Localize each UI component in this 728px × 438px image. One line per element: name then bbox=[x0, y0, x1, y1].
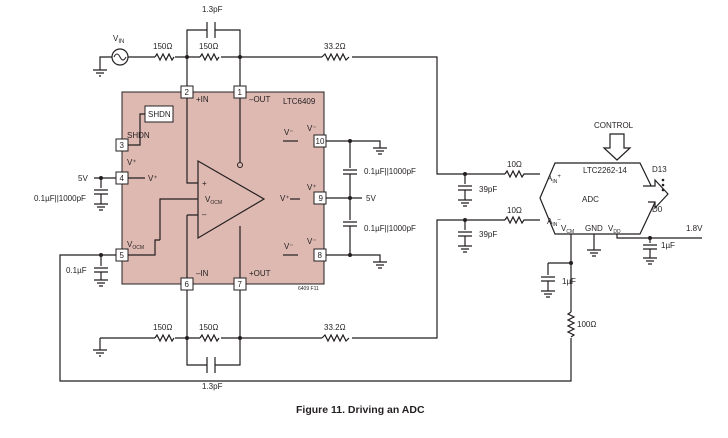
drawing-code: 6409 F11 bbox=[298, 286, 319, 292]
pin-plus-in-label: +IN bbox=[196, 95, 209, 104]
amp-minus-sign: – bbox=[202, 210, 207, 219]
r-vcm-label: 100Ω bbox=[577, 320, 596, 329]
supply-5v-right: 5V bbox=[366, 194, 376, 203]
supply-1v8: 1.8V bbox=[686, 224, 703, 233]
r-top-out-label: 33.2Ω bbox=[324, 42, 346, 51]
ain-minus-label: AIN– bbox=[547, 217, 561, 228]
pin-1: 1 bbox=[238, 88, 243, 97]
pin-minus-in-label: –IN bbox=[196, 269, 209, 278]
shdn-box-label: SHDN bbox=[148, 110, 171, 119]
cap-left-bypass-label: 0.1µF||1000pF bbox=[34, 194, 86, 203]
output-bus-arrow-icon bbox=[643, 178, 669, 210]
vocm-internal-wire bbox=[159, 198, 198, 240]
cap-pin10-label: 0.1µF||1000pF bbox=[364, 167, 416, 176]
r-bot-fb-label: 150Ω bbox=[199, 323, 218, 332]
adc-body bbox=[539, 162, 658, 235]
cap-filter-bot-label: 39pF bbox=[479, 230, 497, 239]
vplus-pin4-label: V⁺ bbox=[127, 158, 137, 167]
pin-5: 5 bbox=[120, 251, 125, 260]
resistor-150-top-fb bbox=[199, 52, 220, 62]
vminus-pin10-wire-label: V⁻ bbox=[284, 128, 294, 137]
cap-pin8-label: 0.1µF||1000pF bbox=[364, 224, 416, 233]
cap-top-fb bbox=[186, 22, 241, 57]
supply-5v-left: 5V bbox=[78, 174, 88, 183]
figure-caption: Figure 11. Driving an ADC bbox=[296, 404, 425, 416]
vcm-pin-label: VCM bbox=[561, 224, 574, 235]
resistor-150-bot-in bbox=[154, 333, 175, 343]
resistor-100-vcm bbox=[566, 311, 576, 338]
vplus-pin9-label: V⁺ bbox=[307, 183, 317, 192]
shdn-pin-label: SHDN bbox=[127, 131, 150, 140]
pin-8: 8 bbox=[318, 251, 323, 260]
pin-plus-out-label: +OUT bbox=[249, 269, 271, 278]
r-bot-in-label: 150Ω bbox=[153, 323, 172, 332]
cap-vocm-label: 0.1µF bbox=[66, 266, 87, 275]
pin-6: 6 bbox=[185, 280, 190, 289]
cap-filter-top-label: 39pF bbox=[479, 185, 497, 194]
resistor-33-top-out bbox=[321, 52, 350, 62]
cap-vcm-label: 1µF bbox=[562, 277, 576, 286]
amp-plus-sign: + bbox=[202, 179, 207, 188]
gnd-pin-label: GND bbox=[585, 224, 603, 233]
control-label: CONTROL bbox=[594, 121, 634, 130]
pin-4: 4 bbox=[120, 174, 125, 183]
vminus-pin8-label: V⁻ bbox=[307, 237, 317, 246]
d0-label: D0 bbox=[652, 205, 663, 214]
vplus-pin9-wire-label: V⁺ bbox=[280, 194, 290, 203]
cap-vdd-label: 1µF bbox=[661, 241, 675, 250]
resistor-150-top-in bbox=[154, 52, 175, 62]
pin-7: 7 bbox=[238, 280, 243, 289]
adc-name-label: ADC bbox=[582, 195, 599, 204]
amp-vocm-label: VOCM bbox=[205, 195, 222, 206]
resistor-33-bot-out bbox=[321, 333, 350, 343]
r-top-fb-label: 150Ω bbox=[199, 42, 218, 51]
r-top-in-label: 150Ω bbox=[153, 42, 172, 51]
pin-10: 10 bbox=[316, 137, 325, 146]
vplus-internal-label: V⁺ bbox=[148, 174, 158, 183]
r-bot-out-label: 33.2Ω bbox=[324, 323, 346, 332]
vin-source bbox=[93, 48, 129, 77]
vminus-pin10-label: V⁻ bbox=[307, 124, 317, 133]
vocm-pin-label: VOCM bbox=[127, 240, 144, 251]
r-adc-top-label: 10Ω bbox=[507, 160, 522, 169]
d13-label: D13 bbox=[652, 165, 667, 174]
vminus-pin8-wire-label: V⁻ bbox=[284, 242, 294, 251]
pin-2: 2 bbox=[185, 88, 190, 97]
vin-label: VIN bbox=[113, 34, 124, 45]
pin-minus-out-label: –OUT bbox=[249, 95, 270, 104]
c-top-fb-label: 1.3pF bbox=[202, 5, 223, 14]
ain-plus-label: AIN+ bbox=[547, 174, 561, 185]
control-arrow-icon bbox=[602, 133, 632, 161]
pin-9: 9 bbox=[319, 194, 324, 203]
r-adc-bot-label: 10Ω bbox=[507, 206, 522, 215]
resistor-150-bot-fb bbox=[199, 333, 220, 343]
vocm-loop-wire bbox=[59, 254, 572, 382]
adc-part-label: LTC2262-14 bbox=[583, 166, 627, 175]
c-bot-fb-label: 1.3pF bbox=[202, 382, 223, 391]
vdd-pin-label: VDD bbox=[608, 224, 621, 235]
pin-3: 3 bbox=[120, 141, 125, 150]
ltc6409-part-label: LTC6409 bbox=[283, 97, 316, 106]
